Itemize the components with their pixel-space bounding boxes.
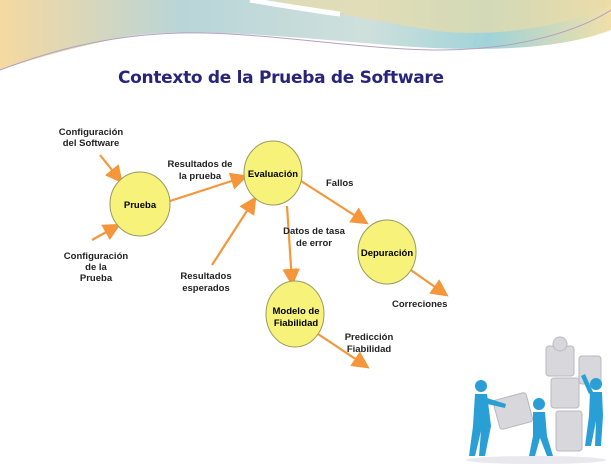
label-datos-tasa-2: de error — [296, 238, 332, 249]
node-prueba — [109, 171, 171, 237]
header-wave-banner — [0, 0, 611, 71]
label-prediccion-1: Predicción — [345, 332, 394, 343]
label-config-software-1: Configuración — [59, 127, 124, 138]
label-resultados-prueba-2: la prueba — [179, 171, 222, 182]
node-modelo-fiabilidad — [265, 280, 325, 348]
label-config-prueba-3: Prueba — [80, 273, 113, 284]
slide-title: Contexto de la Prueba de Software — [118, 68, 444, 88]
arrow-datos-tasa — [282, 205, 300, 287]
label-correcciones: Correciones — [392, 299, 447, 310]
node-depuracion — [357, 219, 417, 285]
puzzle-people-illustration — [466, 336, 606, 464]
arrow-correcciones — [407, 267, 449, 297]
arrow-prediccion — [317, 333, 370, 369]
label-datos-tasa-1: Datos de tasa — [283, 226, 345, 237]
arrow-config-software — [99, 154, 123, 184]
label-config-prueba-1: Configuración — [64, 251, 129, 262]
node-depuracion-label: Depuración — [361, 248, 413, 259]
label-config-software-2: del Software — [63, 138, 120, 149]
arrow-resultados-esperados — [211, 196, 257, 266]
arrow-config-prueba — [91, 223, 121, 241]
label-config-prueba-2: de la — [85, 262, 107, 273]
arrow-resultados-prueba — [169, 172, 249, 203]
node-modelo-label-1: Modelo de — [273, 306, 320, 317]
label-prediccion-2: Fiabilidad — [347, 344, 392, 355]
node-evaluacion — [243, 140, 303, 206]
node-modelo-label-2: Fiabilidad — [274, 318, 319, 329]
node-evaluacion-label: Evaluación — [248, 169, 298, 180]
label-fallos: Fallos — [326, 178, 353, 189]
node-prueba-label: Prueba — [124, 200, 157, 211]
label-resultados-esperados-1: Resultados — [180, 271, 231, 282]
arrow-fallos — [300, 180, 369, 225]
label-resultados-prueba-1: Resultados de — [168, 159, 233, 170]
label-resultados-esperados-2: esperados — [182, 283, 230, 294]
